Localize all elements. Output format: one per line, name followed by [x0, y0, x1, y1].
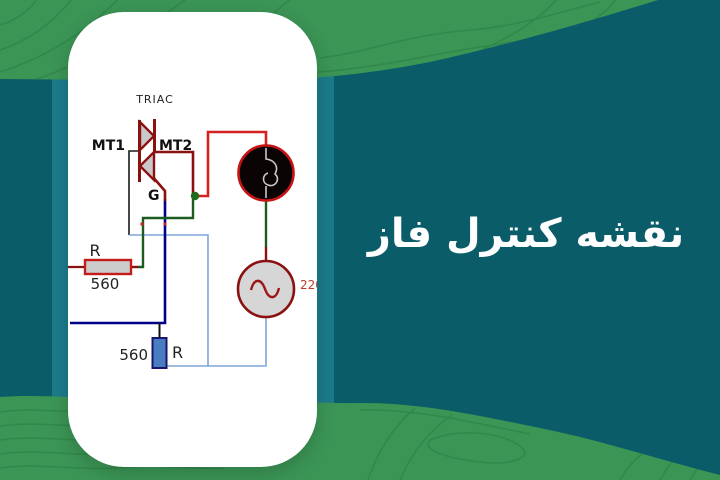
- mt2-label: MT2: [159, 138, 192, 154]
- poster-title: نقشه کنترل فاز: [367, 211, 685, 257]
- circuit-card: TRIAC MT1 MT2 G R 560 560 R 220: [68, 12, 317, 467]
- cross-marker: [140, 222, 144, 226]
- ac-source-icon: [236, 259, 296, 319]
- wire-navy: [70, 199, 167, 325]
- wire-gate: [151, 175, 167, 201]
- resistor1-name: R: [89, 241, 100, 260]
- triac-label: TRIAC: [135, 93, 174, 106]
- mt1-label: MT1: [92, 138, 125, 154]
- wire-mt1: [128, 150, 139, 235]
- wire-lightblue-left: [129, 234, 209, 366]
- ac-voltage-label: 220: [300, 278, 317, 292]
- resistor2-value: 560: [119, 346, 148, 364]
- wire-live: [197, 130, 268, 198]
- gate-label: G: [148, 188, 160, 204]
- lamp-icon: [237, 144, 295, 202]
- junction-dot: [190, 191, 200, 201]
- resistor2-name: R: [172, 343, 183, 362]
- wire-green-gate-branch: [138, 199, 195, 269]
- resistor1-value: 560: [91, 275, 120, 293]
- wire-mt2: [154, 150, 195, 194]
- resistor-vertical: [151, 337, 168, 369]
- resistor-horizontal: [83, 258, 133, 276]
- wire-lightblue-bottom: [159, 318, 267, 367]
- triac-icon: [138, 119, 156, 183]
- cross-marker: [163, 222, 167, 226]
- circuit-diagram: TRIAC MT1 MT2 G R 560 560 R 220: [68, 93, 317, 369]
